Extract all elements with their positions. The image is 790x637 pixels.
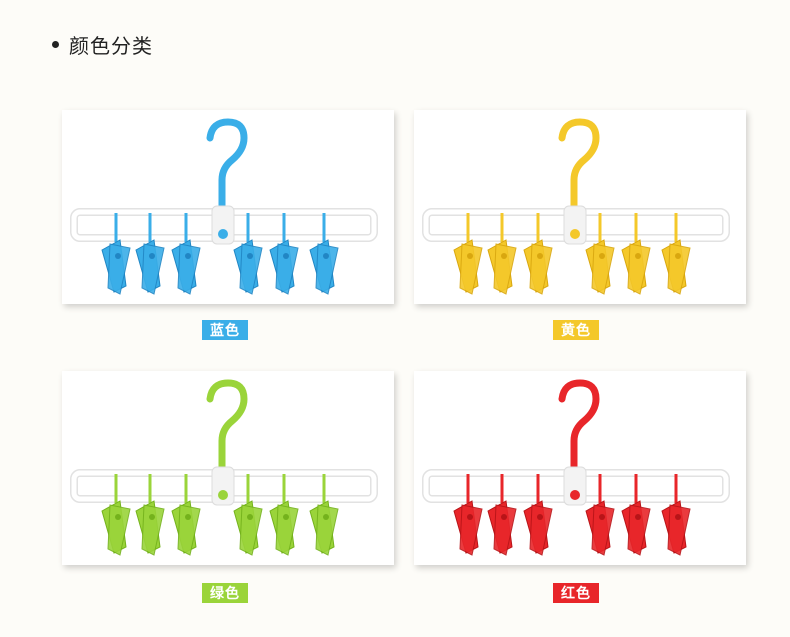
hanger-clip-image: [422, 379, 730, 556]
hanger-clip-image: [70, 379, 378, 556]
product-card-yellow[interactable]: [414, 110, 746, 304]
product-card-red[interactable]: [414, 371, 746, 565]
variant-label-green[interactable]: 绿色: [202, 583, 248, 603]
section-heading: 颜色分类: [52, 30, 153, 59]
variant-label-yellow[interactable]: 黄色: [553, 320, 599, 340]
variant-label-blue[interactable]: 蓝色: [202, 320, 248, 340]
hanger-clip-image: [70, 118, 378, 295]
hanger-clip-image: [422, 118, 730, 295]
product-card-blue[interactable]: [62, 110, 394, 304]
product-card-green[interactable]: [62, 371, 394, 565]
variant-label-red[interactable]: 红色: [553, 583, 599, 603]
bullet-dot-icon: [52, 41, 59, 48]
section-title: 颜色分类: [69, 34, 153, 58]
